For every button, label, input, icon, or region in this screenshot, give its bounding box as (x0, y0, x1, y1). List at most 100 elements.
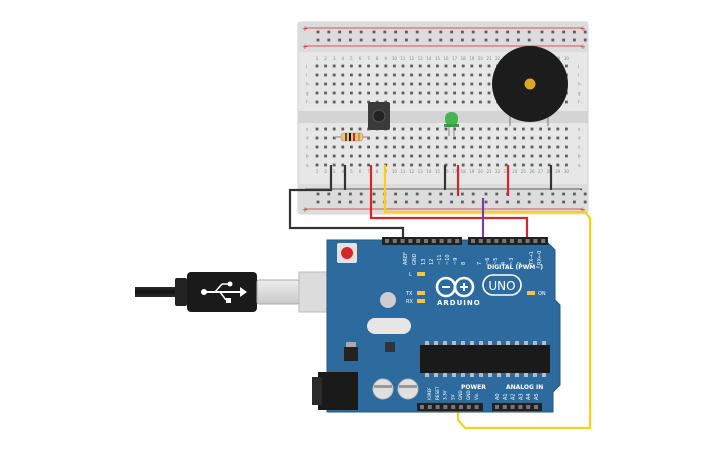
breadboard-hole[interactable] (410, 73, 413, 77)
breadboard-hole[interactable] (410, 91, 413, 95)
breadboard-hole[interactable] (358, 100, 362, 104)
rail-hole[interactable] (573, 192, 576, 196)
wire-red-pin2[interactable] (369, 165, 529, 240)
rail-hole[interactable] (338, 38, 341, 42)
breadboard-hole[interactable] (436, 136, 439, 140)
breadboard-hole[interactable] (401, 154, 405, 158)
breadboard-hole[interactable] (453, 100, 456, 104)
breadboard-hole[interactable] (375, 145, 379, 149)
pushbutton[interactable] (368, 102, 390, 130)
breadboard-hole[interactable] (393, 91, 396, 95)
breadboard-hole[interactable] (418, 127, 422, 131)
breadboard-hole[interactable] (530, 145, 534, 149)
header-pin[interactable] (518, 405, 523, 409)
breadboard-hole[interactable] (522, 136, 525, 140)
breadboard-hole[interactable] (367, 145, 370, 149)
rail-hole[interactable] (573, 200, 576, 204)
rail-hole[interactable] (316, 38, 320, 42)
rail-hole[interactable] (415, 30, 419, 34)
breadboard-hole[interactable] (341, 82, 345, 86)
breadboard-hole[interactable] (341, 100, 345, 104)
breadboard-hole[interactable] (436, 100, 439, 104)
breadboard-hole[interactable] (444, 73, 448, 77)
rail-hole[interactable] (405, 38, 408, 42)
breadboard-hole[interactable] (487, 73, 491, 77)
breadboard-hole[interactable] (315, 73, 319, 77)
rail-hole[interactable] (484, 38, 488, 42)
breadboard-hole[interactable] (461, 127, 465, 131)
header-pin[interactable] (439, 239, 444, 243)
breadboard-hole[interactable] (479, 154, 482, 158)
breadboard-hole[interactable] (350, 64, 353, 68)
rail-hole[interactable] (583, 38, 587, 42)
rail-hole[interactable] (338, 200, 341, 204)
rail-hole[interactable] (495, 192, 499, 196)
rail-hole[interactable] (540, 38, 544, 42)
rail-hole[interactable] (527, 192, 531, 196)
breadboard-hole[interactable] (479, 82, 482, 86)
breadboard-hole[interactable] (358, 64, 362, 68)
rail-hole[interactable] (583, 192, 587, 196)
rail-hole[interactable] (394, 192, 397, 196)
breadboard-hole[interactable] (401, 64, 405, 68)
header-pin[interactable] (517, 239, 522, 243)
breadboard-hole[interactable] (504, 127, 508, 131)
header-pin[interactable] (474, 405, 479, 409)
header-pin[interactable] (541, 239, 546, 243)
breadboard-hole[interactable] (367, 82, 370, 86)
rail-hole[interactable] (551, 192, 555, 196)
breadboard-hole[interactable] (461, 82, 465, 86)
breadboard-hole[interactable] (565, 163, 568, 167)
breadboard-hole[interactable] (496, 127, 499, 131)
breadboard-hole[interactable] (358, 91, 362, 95)
breadboard-hole[interactable] (470, 82, 474, 86)
breadboard-hole[interactable] (315, 136, 319, 140)
rail-hole[interactable] (506, 38, 509, 42)
rail-hole[interactable] (415, 200, 419, 204)
rail-hole[interactable] (450, 200, 453, 204)
breadboard-hole[interactable] (436, 82, 439, 86)
header-pin[interactable] (427, 405, 432, 409)
rail-hole[interactable] (562, 192, 565, 196)
rail-hole[interactable] (450, 38, 453, 42)
rail-hole[interactable] (551, 38, 555, 42)
breadboard-hole[interactable] (350, 163, 353, 167)
breadboard-hole[interactable] (556, 136, 560, 140)
breadboard-hole[interactable] (427, 91, 431, 95)
breadboard-hole[interactable] (496, 145, 499, 149)
breadboard-hole[interactable] (427, 145, 431, 149)
breadboard-hole[interactable] (332, 91, 336, 95)
breadboard-hole[interactable] (350, 100, 353, 104)
breadboard-hole[interactable] (436, 91, 439, 95)
breadboard-hole[interactable] (556, 145, 560, 149)
breadboard-hole[interactable] (418, 100, 422, 104)
breadboard-hole[interactable] (470, 91, 474, 95)
breadboard-hole[interactable] (401, 136, 405, 140)
rail-hole[interactable] (562, 200, 565, 204)
rail-hole[interactable] (506, 30, 509, 34)
breadboard-hole[interactable] (375, 136, 379, 140)
breadboard-hole[interactable] (324, 100, 327, 104)
breadboard-hole[interactable] (444, 136, 448, 140)
rail-hole[interactable] (316, 200, 320, 204)
reset-button[interactable] (341, 247, 353, 259)
breadboard-hole[interactable] (358, 82, 362, 86)
breadboard-hole[interactable] (358, 73, 362, 77)
breadboard-hole[interactable] (332, 154, 336, 158)
breadboard-hole[interactable] (341, 64, 345, 68)
rail-hole[interactable] (349, 192, 352, 196)
rail-hole[interactable] (551, 200, 555, 204)
header-pin[interactable] (534, 405, 538, 409)
rail-hole[interactable] (471, 192, 475, 196)
breadboard-hole[interactable] (565, 127, 568, 131)
breadboard-hole[interactable] (479, 64, 482, 68)
breadboard-hole[interactable] (332, 127, 336, 131)
breadboard-hole[interactable] (350, 91, 353, 95)
rail-hole[interactable] (495, 30, 499, 34)
breadboard-hole[interactable] (418, 163, 422, 167)
breadboard-hole[interactable] (513, 136, 517, 140)
breadboard-hole[interactable] (358, 145, 362, 149)
breadboard-hole[interactable] (461, 91, 465, 95)
breadboard-hole[interactable] (315, 145, 319, 149)
